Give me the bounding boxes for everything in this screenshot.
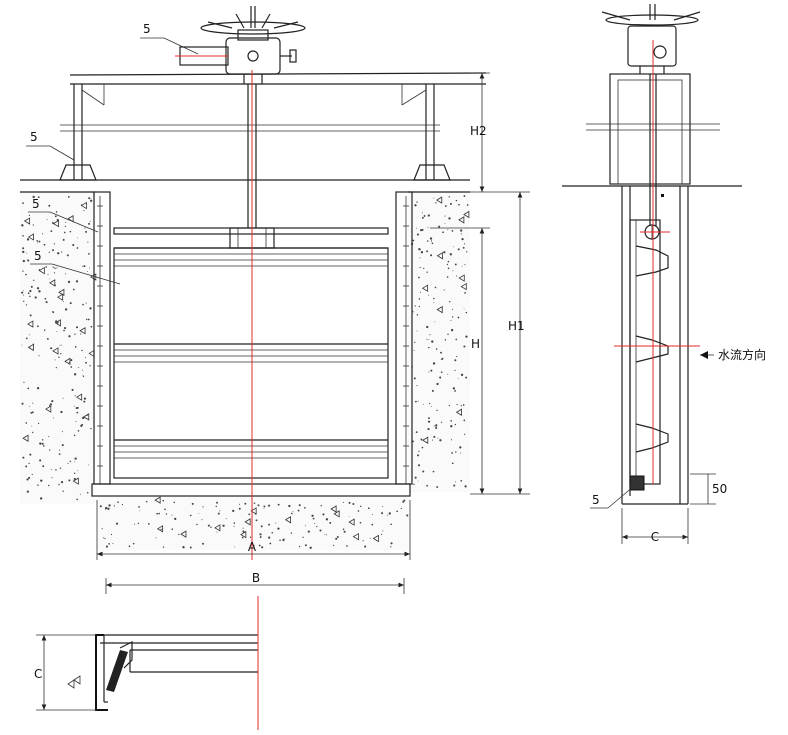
concrete-right — [408, 192, 470, 492]
part-label-1: 5 — [143, 22, 151, 36]
label-50: 50 — [712, 482, 727, 496]
label-a: A — [248, 540, 257, 554]
dim-50: 50 — [690, 473, 727, 505]
actuator-headstock — [179, 6, 306, 228]
label-h2: H2 — [470, 124, 487, 138]
callout-frame: 5 — [26, 130, 75, 161]
support-frame — [20, 72, 487, 181]
dim-h1: H1 — [470, 192, 530, 495]
flow-direction-arrow: 水流方向 — [700, 347, 766, 362]
part-label-5: 5 — [592, 493, 600, 507]
dim-c-side: C — [621, 508, 689, 544]
flow-direction-label: 水流方向 — [718, 347, 766, 362]
part-label-4: 5 — [34, 249, 42, 263]
front-view: H2 H1 H A B — [20, 6, 530, 594]
callout-leaf: 5 — [30, 249, 121, 285]
part-label-3: 5 — [32, 197, 40, 211]
dim-h2: H2 — [470, 72, 530, 193]
label-c-side: C — [651, 530, 659, 544]
gate-leaf-side — [629, 219, 669, 491]
label-b: B — [252, 571, 260, 585]
callout-guide: 5 — [28, 197, 99, 233]
gate-leaf — [91, 227, 411, 497]
concrete-speckles — [21, 195, 470, 549]
plan-section: C — [34, 596, 259, 730]
concrete-bottom — [97, 496, 410, 550]
callout-actuator: 5 — [140, 22, 199, 55]
side-view: 水流方向 50 C 5 — [562, 4, 766, 544]
label-c-plan: C — [34, 667, 42, 681]
callout-seal: 5 — [590, 485, 635, 509]
label-h1: H1 — [508, 319, 525, 333]
dim-b: B — [105, 571, 405, 594]
dim-h: H — [430, 227, 490, 494]
dim-a: A — [96, 500, 411, 560]
label-h: H — [471, 337, 480, 351]
part-label-2: 5 — [30, 130, 38, 144]
